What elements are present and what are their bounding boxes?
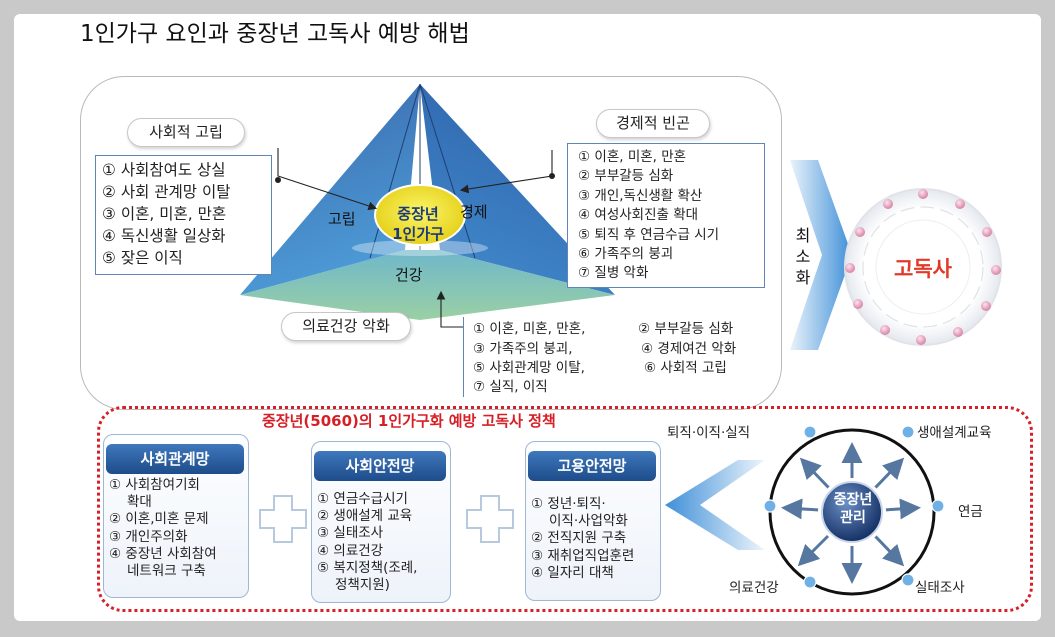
list-item: ① 정년·퇴직· xyxy=(531,496,606,512)
center-label: 중장년 1인가구 xyxy=(377,204,459,244)
policy-panel xyxy=(97,406,1033,612)
social-safety-list: ① 연금수급시기 ② 생애설계 교육 ③ 실태조사 ④ 의료건강 ⑤ 복지정책(… xyxy=(317,491,417,594)
outcome-ring xyxy=(844,188,1002,346)
social-network-list: ① 사회참여기회 확대 ② 이혼,미혼 문제 ③ 개인주의화 ④ 중장년 사회참… xyxy=(109,477,217,580)
social-isolation-list: ① 사회참여도 상실 ② 사회 관계망 이탈 ③ 이혼, 미혼, 만혼 ④ 독신… xyxy=(96,156,271,269)
list-item: ② 사회 관계망 이탈 xyxy=(102,183,231,201)
list-item: ③ 개인,독신생활 확산 xyxy=(578,187,703,204)
node-label-life-design: 생애설계교육 xyxy=(917,425,992,441)
list-item: ③ 재취업직업훈련 xyxy=(531,547,635,564)
social-isolation-box: ① 사회참여도 상실 ② 사회 관계망 이탈 ③ 이혼, 미혼, 만혼 ④ 독신… xyxy=(95,155,272,275)
node-label-survey: 실태조사 xyxy=(915,580,965,596)
minimize-char: 화 xyxy=(795,268,811,287)
economic-poverty-box: ① 이혼, 미혼, 만혼 ② 부부갈등 심화 ③ 개인,독신생활 확산 ④ 여성… xyxy=(567,143,765,288)
list-item: ① 사회참여기회 xyxy=(109,477,200,493)
plus-icon xyxy=(259,495,307,543)
list-item: ③ 가족주의 붕괴, xyxy=(473,341,573,357)
policy-title: 중장년(5060)의 1인가구화 예방 고독사 정책 xyxy=(262,412,556,430)
management-label: 중장년 관리 xyxy=(822,491,884,527)
list-item: ④ 일자리 대책 xyxy=(531,564,614,581)
node-label-health: 의료건강 xyxy=(729,580,779,596)
employment-safety-list: ① 정년·퇴직· 이직·사업악화 ② 전직지원 구축 ③ 재취업직업훈련 ④ 일… xyxy=(531,496,634,582)
list-item: ① 연금수급시기 xyxy=(317,491,408,507)
list-item: 확대 xyxy=(127,494,152,511)
health-decline-label: 의료건강 악화 xyxy=(281,312,411,341)
list-item: ① 이혼, 미혼, 만혼, xyxy=(473,321,586,337)
center-label-line1: 중장년 xyxy=(397,205,439,223)
economic-poverty-list: ① 이혼, 미혼, 만혼 ② 부부갈등 심화 ③ 개인,독신생활 확산 ④ 여성… xyxy=(568,144,764,284)
health-box: ① 이혼, 미혼, 만혼, ③ 가족주의 붕괴, ⑤ 사회관계망 이탈, ⑦ 실… xyxy=(463,317,764,397)
node-life-design xyxy=(901,425,915,439)
list-item: ② 생애설계 교육 xyxy=(317,508,413,525)
list-item: ⑦ 실직, 이직 xyxy=(473,379,548,395)
list-item: ⑥ 가족주의 붕괴 xyxy=(578,246,674,263)
plus-icon xyxy=(466,495,514,543)
list-item: ⑤ 잦은 이직 xyxy=(102,249,183,267)
factor-pyramid xyxy=(240,83,615,320)
list-item: ② 이혼,미혼 문제 xyxy=(109,511,209,528)
minimize-char: 최 xyxy=(795,226,811,245)
management-hub xyxy=(763,425,945,596)
employment-safety-header: 고용안전망 xyxy=(528,451,656,481)
node-label-retirement: 퇴직·이직·실직 xyxy=(667,425,751,441)
list-item: ③ 실태조사 xyxy=(317,525,384,542)
list-item: ① 사회참여도 상실 xyxy=(102,161,226,179)
list-item: 정책지원) xyxy=(335,577,390,594)
list-item: ④ 의료건강 xyxy=(317,542,384,559)
social-network-header: 사회관계망 xyxy=(106,444,244,474)
outcome-label: 고독사 xyxy=(894,257,952,281)
list-item: 이직·사업악화 xyxy=(549,513,628,530)
list-item: ⑦ 질병 악화 xyxy=(578,265,649,282)
health-label: 건강 xyxy=(395,266,423,284)
list-item: ⑤ 복지정책(조례, xyxy=(317,559,418,576)
page-title: 1인가구 요인과 중장년 고독사 예방 해법 xyxy=(80,21,470,47)
management-label-line1: 중장년 xyxy=(833,492,873,508)
list-item: ② 부부갈등 심화 xyxy=(578,168,674,185)
list-item: ④ 여성사회진출 확대 xyxy=(578,207,699,224)
list-item: ⑥ 사회적 고립 xyxy=(644,360,727,376)
node-survey xyxy=(901,573,915,587)
policy-arrow xyxy=(665,460,765,550)
minimize-label: 최 소 화 xyxy=(793,225,813,288)
list-item: ② 전직지원 구축 xyxy=(531,530,627,547)
list-item: ⑤ 사회관계망 이탈, xyxy=(473,360,585,376)
center-circle xyxy=(374,184,466,246)
minimize-char: 소 xyxy=(795,247,811,266)
center-label-line2: 1인가구 xyxy=(392,225,444,243)
isolation-label: 고립 xyxy=(328,210,356,228)
list-item: 네트워크 구축 xyxy=(127,563,206,580)
list-item: ⑤ 퇴직 후 연금수급 시기 xyxy=(578,226,720,243)
list-item: ② 부부갈등 심화 xyxy=(638,321,734,337)
node-retirement xyxy=(803,425,817,439)
node-label-pension: 연금 xyxy=(958,504,983,520)
list-item: ③ 이혼, 미혼, 만혼 xyxy=(102,205,227,223)
pyramid-bottom-face xyxy=(240,250,615,320)
economic-poverty-label: 경제적 빈곤 xyxy=(596,109,710,138)
economy-label: 경제 xyxy=(460,203,488,221)
social-isolation-label: 사회적 고립 xyxy=(127,118,245,147)
list-item: ④ 독신생활 일상화 xyxy=(102,227,226,245)
management-label-line2: 관리 xyxy=(840,510,866,526)
list-item: ④ 중장년 사회참여 xyxy=(109,545,217,562)
node-health xyxy=(803,575,817,589)
pyramid-right-face xyxy=(420,84,615,295)
list-item: ③ 개인주의화 xyxy=(109,528,188,545)
minimize-arrow xyxy=(790,160,852,350)
list-item: ① 이혼, 미혼, 만혼 xyxy=(578,149,687,165)
node-pension xyxy=(931,499,945,513)
list-item: ④ 경제여건 악화 xyxy=(641,341,737,357)
social-safety-header: 사회안전망 xyxy=(314,451,446,481)
